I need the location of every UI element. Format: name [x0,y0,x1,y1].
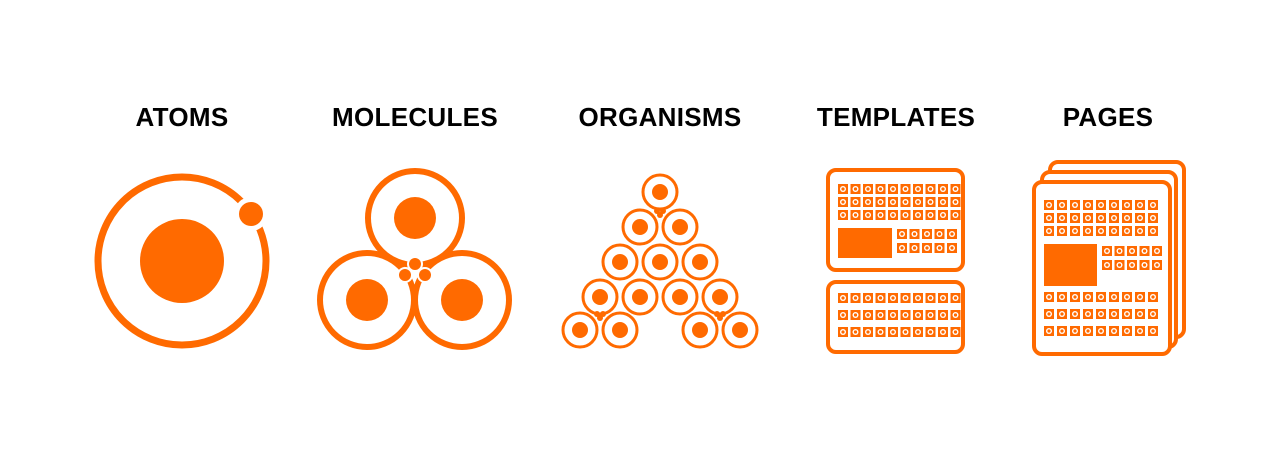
label-pages: PAGES [1062,102,1154,132]
pages-icon [1032,160,1186,356]
label-atoms: ATOMS [135,102,229,132]
molecule-icon [317,168,512,350]
atom-icon [94,173,270,349]
organism-icon [561,173,759,349]
label-molecules: MOLECULES [332,102,498,132]
label-templates: TEMPLATES [816,102,976,132]
template-icon [826,168,965,354]
label-organisms: ORGANISMS [578,102,742,132]
